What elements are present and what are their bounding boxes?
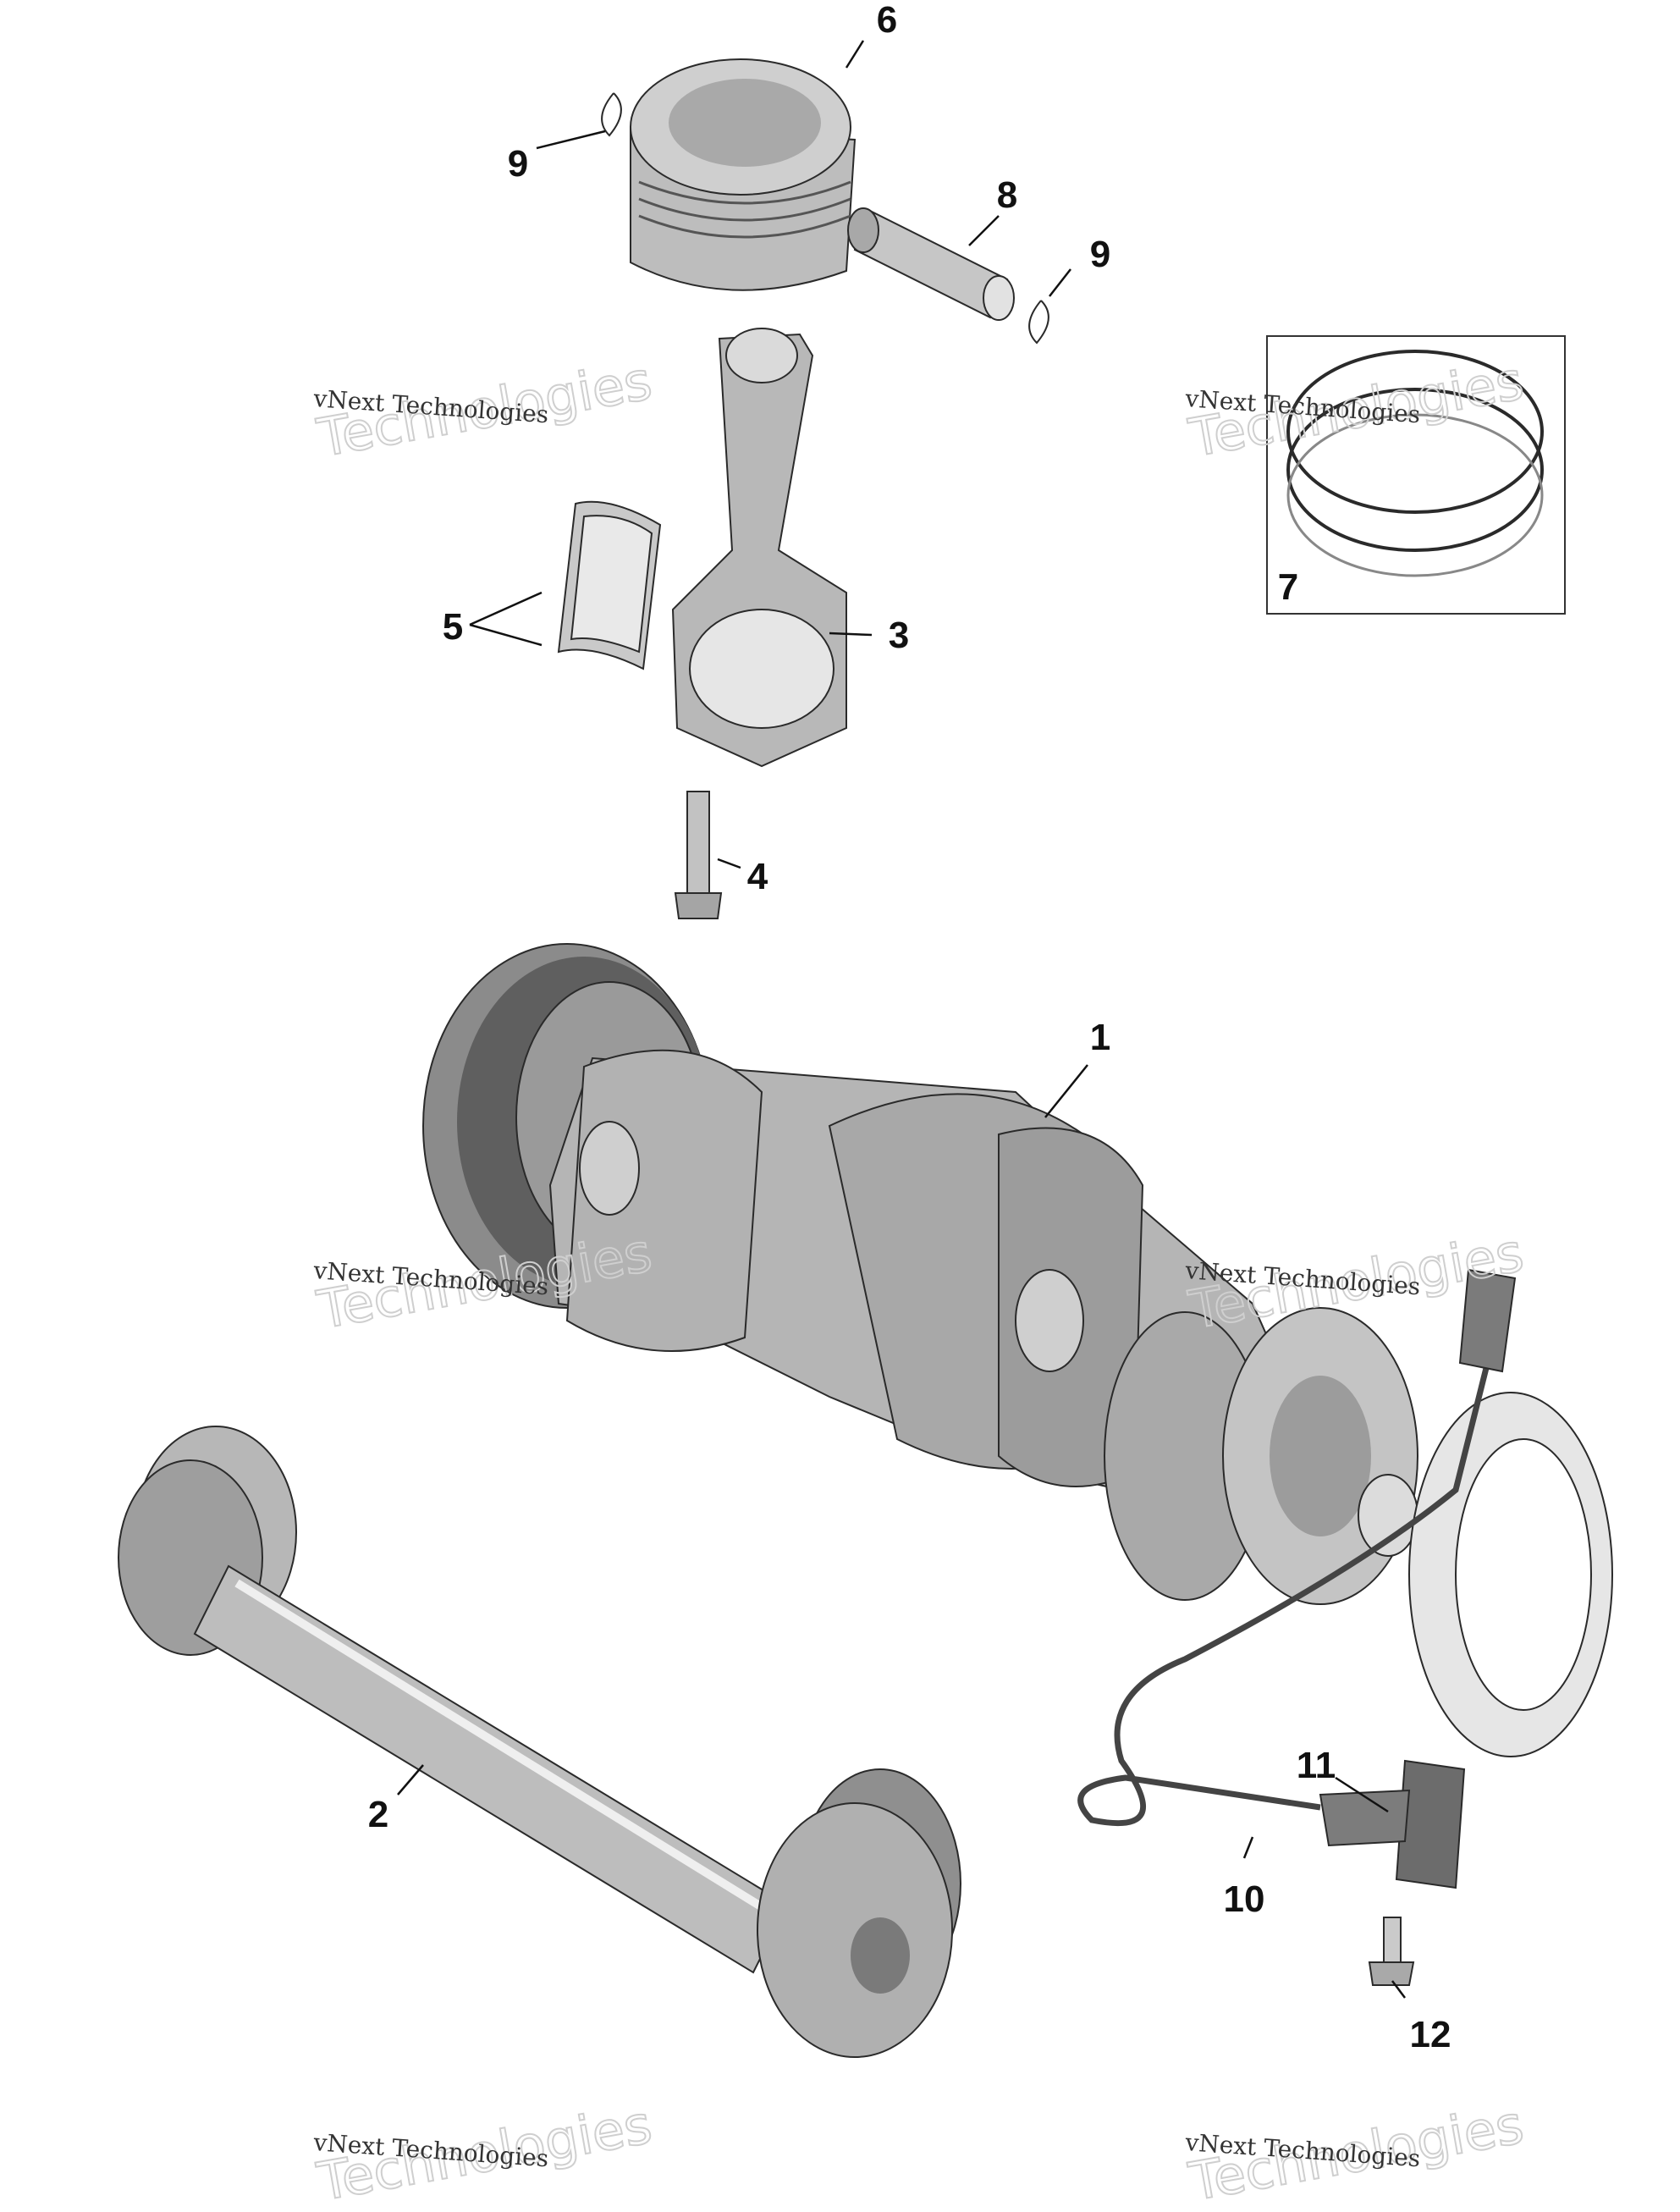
callout-10: 10 xyxy=(1224,1878,1265,1920)
circlip-right xyxy=(1028,300,1049,345)
sensor-screw xyxy=(1368,1917,1415,1986)
bearing-shells xyxy=(557,500,662,670)
watermark: Technologies vNext Technologies xyxy=(311,2093,657,2212)
connecting-rod xyxy=(671,328,847,768)
connecting-rod-bolt xyxy=(674,791,723,919)
watermark: Technologies vNext Technologies xyxy=(311,349,657,470)
callout-11: 11 xyxy=(1297,1745,1336,1786)
callout-9-right: 9 xyxy=(1090,234,1110,275)
piston-ring-set-box xyxy=(1266,335,1566,615)
trigger-wheel xyxy=(1408,1392,1613,1757)
callout-12: 12 xyxy=(1410,2014,1451,2055)
callout-5: 5 xyxy=(443,606,463,648)
callout-2: 2 xyxy=(368,1794,388,1835)
piston-pin xyxy=(847,207,1015,321)
callout-6: 6 xyxy=(877,0,897,41)
crank-position-sensor xyxy=(1319,1759,1466,1889)
callout-7: 7 xyxy=(1278,566,1298,608)
sensor-harness xyxy=(1077,1268,1517,1827)
callout-9-left: 9 xyxy=(508,143,528,185)
circlip-left xyxy=(601,92,622,137)
callout-3: 3 xyxy=(889,615,909,656)
watermark: Technologies vNext Technologies xyxy=(1183,2093,1529,2212)
balance-shaft xyxy=(118,1426,961,2058)
crankshaft xyxy=(422,943,1322,1525)
leader-lines xyxy=(397,40,1406,1999)
piston xyxy=(630,58,857,291)
callout-8: 8 xyxy=(997,174,1017,216)
crank-flange xyxy=(1104,1307,1418,1605)
callout-1: 1 xyxy=(1090,1017,1110,1058)
callout-4: 4 xyxy=(747,856,768,897)
